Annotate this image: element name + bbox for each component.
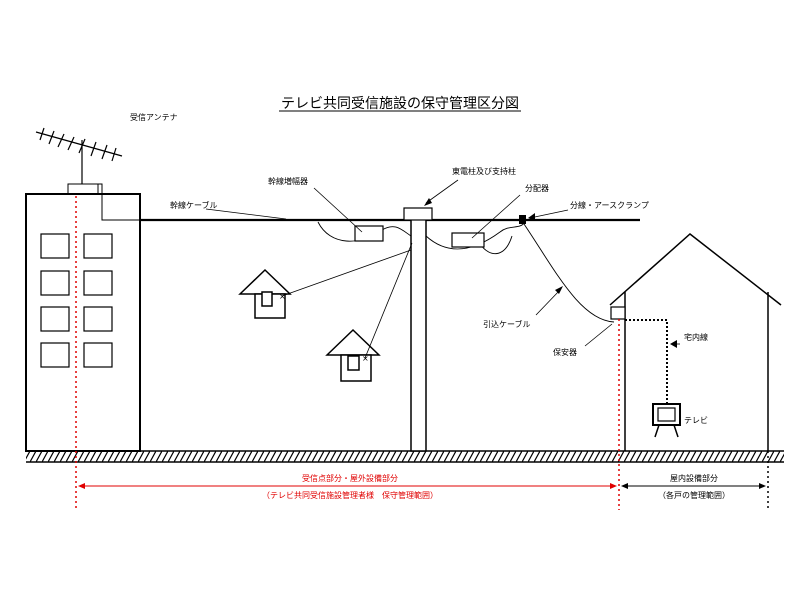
earth-clamp-label: 分線・アースクランプ: [570, 200, 649, 210]
drop-cable-label: 引込ケーブル: [483, 319, 531, 329]
splitter-label: 分配器: [525, 184, 549, 193]
amplifier-leader: [313, 187, 363, 233]
tv-icon: [652, 403, 681, 438]
house-2-terminal: ×: [362, 354, 369, 363]
slack-cable-right-2: [479, 235, 513, 254]
apartment-building: [25, 183, 141, 452]
diagram-title: テレビ共同受信施設の保守管理区分図: [281, 96, 519, 112]
small-house-2: [325, 328, 381, 382]
indoor-range-arrowhead-right: [759, 483, 766, 489]
earth-clamp-leader: [529, 209, 569, 219]
antenna-label: 受信アンテナ: [130, 112, 178, 122]
drop-line-house-2: [364, 242, 413, 359]
splitter: [451, 232, 485, 248]
drop-cable-leader: [535, 289, 561, 316]
drop-cable: [523, 223, 615, 323]
earth-clamp: [519, 215, 526, 224]
outdoor-range-arrowhead-right: [610, 483, 617, 489]
utility-pole: [403, 207, 433, 452]
trunk-cable-label: 幹線ケーブル: [170, 200, 218, 210]
tv-label: テレビ: [684, 416, 708, 425]
protector-label: 保安器: [553, 347, 577, 357]
antenna-icon: [35, 127, 123, 184]
ground: [26, 450, 784, 463]
small-house-1: [238, 268, 292, 319]
indoor-wiring: [625, 319, 668, 404]
splitter-leader: [471, 194, 521, 239]
indoor-wire-arrowhead: [670, 340, 677, 348]
protector: [610, 306, 626, 320]
slack-cable-right: [425, 221, 526, 250]
earth-clamp-arrowhead: [528, 213, 535, 221]
indoor-range-title: 屋内設備部分: [670, 473, 718, 483]
outdoor-range-arrowhead-left: [78, 483, 85, 489]
protector-leader: [584, 323, 613, 347]
indoor-range-arrowhead-left: [621, 483, 628, 489]
outdoor-range-sub: （テレビ共同受信施設管理者様 保守管理範囲）: [262, 490, 438, 500]
trunk-cable-leader: [205, 208, 287, 220]
indoor-range-sub: （各戸の管理範囲）: [658, 490, 730, 500]
indoor-wire-label: 宅内線: [684, 332, 708, 342]
house-1-terminal: ×: [279, 292, 286, 301]
outdoor-range-title: 受信点部分・屋外設備部分: [302, 473, 398, 483]
pole-leader: [425, 179, 459, 204]
antenna-feed-line: [98, 183, 140, 221]
amplifier-label: 幹線増幅器: [268, 176, 308, 186]
pole-label: 東電柱及び支持柱: [452, 166, 516, 176]
drop-cable-arrowhead: [555, 286, 563, 294]
pole-arrowhead: [424, 198, 432, 206]
drop-line-house-1: [281, 249, 412, 297]
trunk-amplifier: [354, 225, 384, 242]
